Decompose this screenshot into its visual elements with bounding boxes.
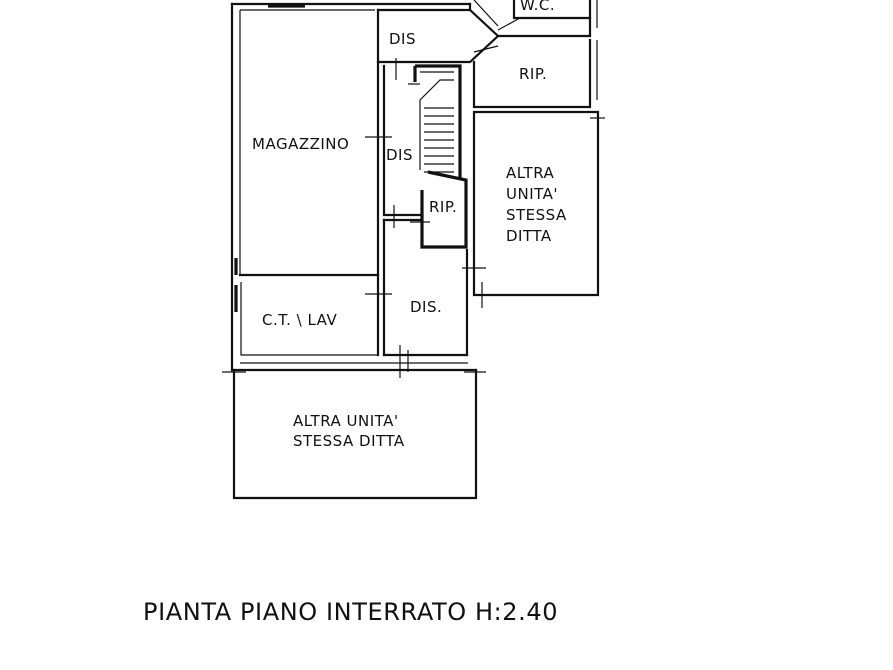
room-label-altra-unita-right-2: UNITA' (506, 185, 558, 203)
magazzino-walls (238, 8, 392, 357)
plan-title: PIANTA PIANO INTERRATO H:2.40 (143, 598, 558, 626)
room-label-altra-unita-bottom-1: ALTRA UNITA' (293, 412, 399, 430)
room-label-altra-unita-right-4: DITTA (506, 227, 552, 245)
rip-top-right-walls (472, 38, 598, 109)
room-label-altra-unita-right-1: ALTRA (506, 164, 555, 182)
room-label-dis-top: DIS (389, 30, 416, 48)
bottom-unit-walls (222, 368, 486, 500)
top-corridor-walls (376, 0, 598, 64)
room-label-rip-top-right: RIP. (519, 65, 547, 83)
room-label-wc: W.C. (520, 0, 555, 14)
staircase (413, 64, 468, 249)
middle-corridor-walls (382, 58, 430, 228)
room-label-ct-lav: C.T. \ LAV (262, 311, 337, 329)
lower-dis-walls (382, 218, 469, 378)
room-label-magazzino: MAGAZZINO (252, 135, 349, 153)
right-unit-walls (462, 110, 605, 308)
room-label-dis-middle: DIS (386, 146, 413, 164)
room-label-dis-lower: DIS. (410, 298, 442, 316)
room-label-altra-unita-right-3: STESSA (506, 206, 567, 224)
room-label-altra-unita-bottom-2: STESSA DITTA (293, 432, 405, 450)
outer-walls (230, 2, 478, 372)
room-label-rip-stair: RIP. (429, 198, 457, 216)
